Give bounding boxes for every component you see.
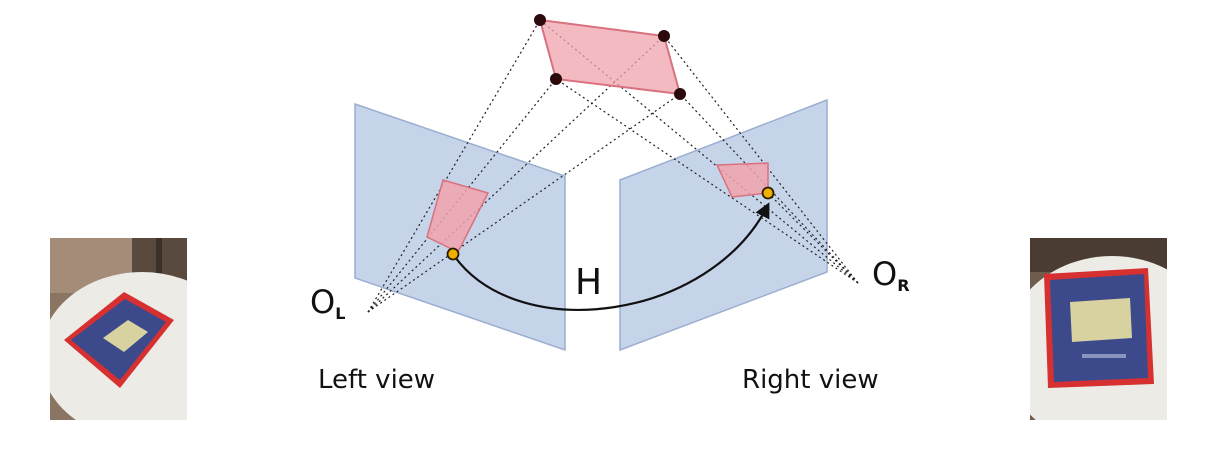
patch-corner-points [534,14,686,100]
right-camera-center-label: OR [872,255,910,295]
right-point [761,186,775,200]
left-view-photo [50,238,187,420]
right-view-photo [1030,238,1167,420]
left-camera-center-label: OL [310,283,345,323]
book-on-table-photo-icon [1030,238,1167,420]
left-point [446,247,460,261]
homography-arrow [454,202,770,311]
planar-patch-3d [538,18,682,96]
left-view-label: Left view [318,365,435,395]
projection-rays [367,19,859,313]
right-view-label: Right view [742,365,879,395]
homography-label: H [575,262,602,303]
book-on-table-photo-icon [50,238,187,420]
right-image-plane [619,98,828,352]
